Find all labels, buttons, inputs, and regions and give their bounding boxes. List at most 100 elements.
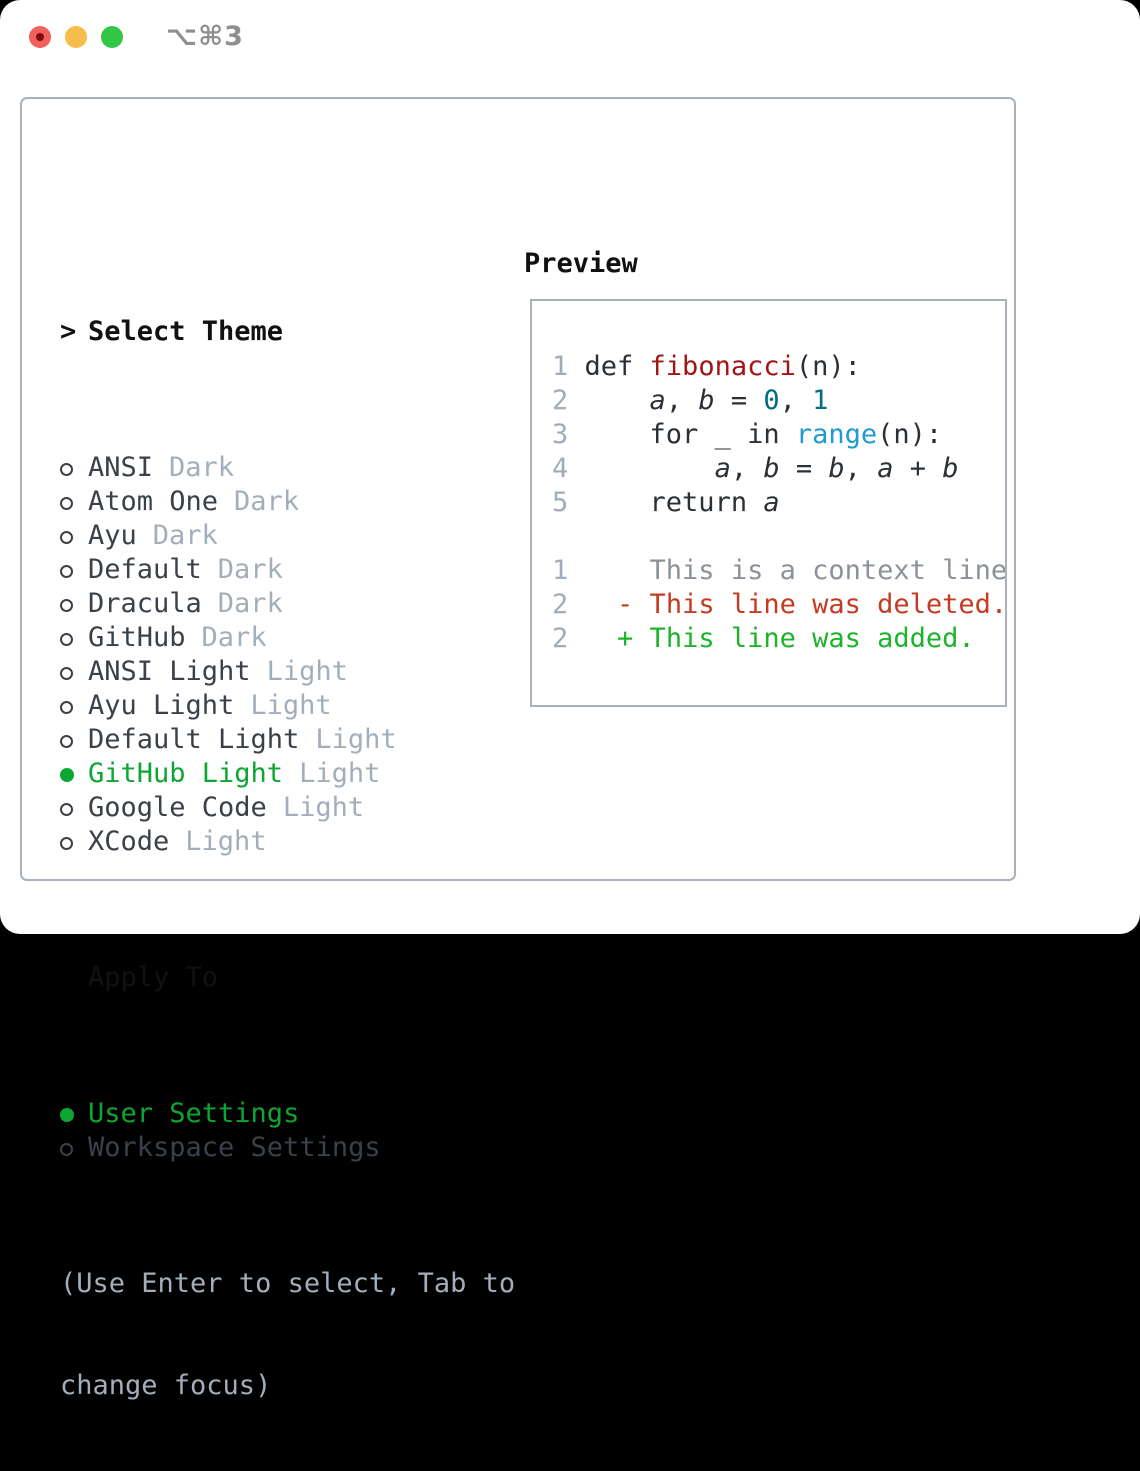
line-number: 2 [552, 623, 569, 654]
code-segment-func: fibonacci [649, 351, 796, 382]
theme-variant-tag: Light [185, 826, 267, 857]
option-name: Default [88, 554, 202, 585]
apply-to-option[interactable]: User Settings [60, 1097, 515, 1131]
radio-unselected-icon [60, 826, 88, 860]
option-name: ANSI Light [88, 656, 251, 687]
code-segment-var: b [763, 453, 780, 484]
close-button-icon[interactable] [29, 26, 51, 48]
radio-unselected-icon [60, 724, 88, 758]
line-number: 4 [552, 453, 569, 484]
theme-variant-tag: Light [315, 724, 397, 755]
theme-variant-tag: Light [250, 690, 332, 721]
zoom-button-icon[interactable] [101, 26, 123, 48]
theme-option[interactable]: XCode Light [60, 825, 515, 859]
option-name: User Settings [88, 1098, 300, 1129]
apply-to-label: Apply To [88, 962, 219, 993]
code-segment-del: - This line was deleted. [617, 589, 1007, 620]
option-name: Default Light [88, 724, 300, 755]
radio-unselected-icon [60, 690, 88, 724]
code-line: 1 def fibonacci(n): [552, 350, 1005, 384]
minimize-button-icon[interactable] [65, 26, 87, 48]
code-segment-var: a [649, 385, 666, 416]
code-segment-context: This is a context line. [568, 555, 1007, 586]
select-theme-header: >Select Theme [60, 315, 515, 349]
radio-unselected-icon [60, 554, 88, 588]
theme-variant-tag: Light [266, 656, 348, 687]
theme-variant-tag: Dark [152, 520, 218, 551]
theme-option[interactable]: Default Light Light [60, 723, 515, 757]
code-line: 5 return a [552, 486, 1005, 520]
option-name: GitHub [88, 622, 186, 653]
theme-variant-tag: Light [282, 792, 365, 823]
code-segment-var: a [714, 453, 731, 484]
line-number: 2 [552, 589, 569, 620]
preview-label: Preview [524, 248, 638, 279]
line-number: 1 [552, 351, 569, 382]
code-line: 1 This is a context line. [552, 554, 1005, 588]
code-segment-var: a [763, 487, 780, 518]
help-text-line2: change focus) [60, 1370, 272, 1401]
option-name: ANSI [88, 452, 154, 483]
radio-unselected-icon [60, 656, 88, 690]
theme-variant-tag: Dark [217, 554, 283, 585]
theme-option[interactable]: Atom One Dark [60, 485, 515, 519]
code-segment-code: , [665, 385, 699, 416]
option-name: Ayu Light [88, 690, 235, 721]
code-segment-code: , [779, 385, 813, 416]
code-segment-code: , [730, 453, 764, 484]
option-name: XCode [88, 826, 170, 857]
option-name: Atom One [88, 486, 219, 517]
code-line: 2 a, b = 0, 1 [552, 384, 1005, 418]
code-segment-add: + This line was added. [617, 623, 975, 654]
help-text-line1: (Use Enter to select, Tab to [60, 1268, 516, 1299]
theme-option[interactable]: Default Dark [60, 553, 515, 587]
code-segment-code: def [568, 351, 650, 382]
code-segment-code [568, 623, 617, 654]
code-segment-code: = [714, 385, 764, 416]
theme-variant-tag: Light [299, 758, 381, 789]
code-segment-code [568, 453, 714, 484]
radio-unselected-icon [60, 486, 88, 520]
theme-variant-tag: Dark [234, 486, 300, 517]
radio-unselected-icon [60, 452, 88, 486]
theme-option[interactable]: ANSI Light Light [60, 655, 515, 689]
code-segment-code [568, 589, 617, 620]
option-name: Ayu [88, 520, 137, 551]
code-line: 4 a, b = b, a + b [552, 452, 1005, 486]
radio-unselected-icon [60, 1132, 88, 1166]
code-segment-var: b [942, 453, 959, 484]
code-segment-code: (n): [877, 419, 943, 450]
option-name: Workspace Settings [88, 1132, 381, 1163]
code-segment-var: a [877, 453, 894, 484]
empty-marker [60, 962, 88, 996]
select-theme-label: Select Theme [88, 316, 284, 347]
radio-unselected-icon [60, 622, 88, 656]
radio-selected-icon [60, 1098, 88, 1132]
code-segment-code: = [779, 453, 829, 484]
theme-option[interactable]: Ayu Dark [60, 519, 515, 553]
code-segment-code: return [568, 487, 764, 518]
theme-variant-tag: Dark [217, 588, 283, 619]
spacer [60, 859, 515, 893]
code-segment-var: b [828, 453, 845, 484]
theme-option[interactable]: Ayu Light Light [60, 689, 515, 723]
radio-selected-icon [60, 758, 88, 792]
code-segment-code: + [893, 453, 943, 484]
line-number: 5 [552, 487, 569, 518]
apply-to-option[interactable]: Workspace Settings [60, 1131, 515, 1165]
code-segment-num: 0 [763, 385, 780, 416]
code-line: 2 - This line was deleted. [552, 588, 1005, 622]
radio-unselected-icon [60, 792, 88, 826]
code-segment-num: 1 [812, 385, 829, 416]
line-number: 3 [552, 419, 569, 450]
code-line: 3 for _ in range(n): [552, 418, 1005, 452]
line-number: 2 [552, 385, 569, 416]
